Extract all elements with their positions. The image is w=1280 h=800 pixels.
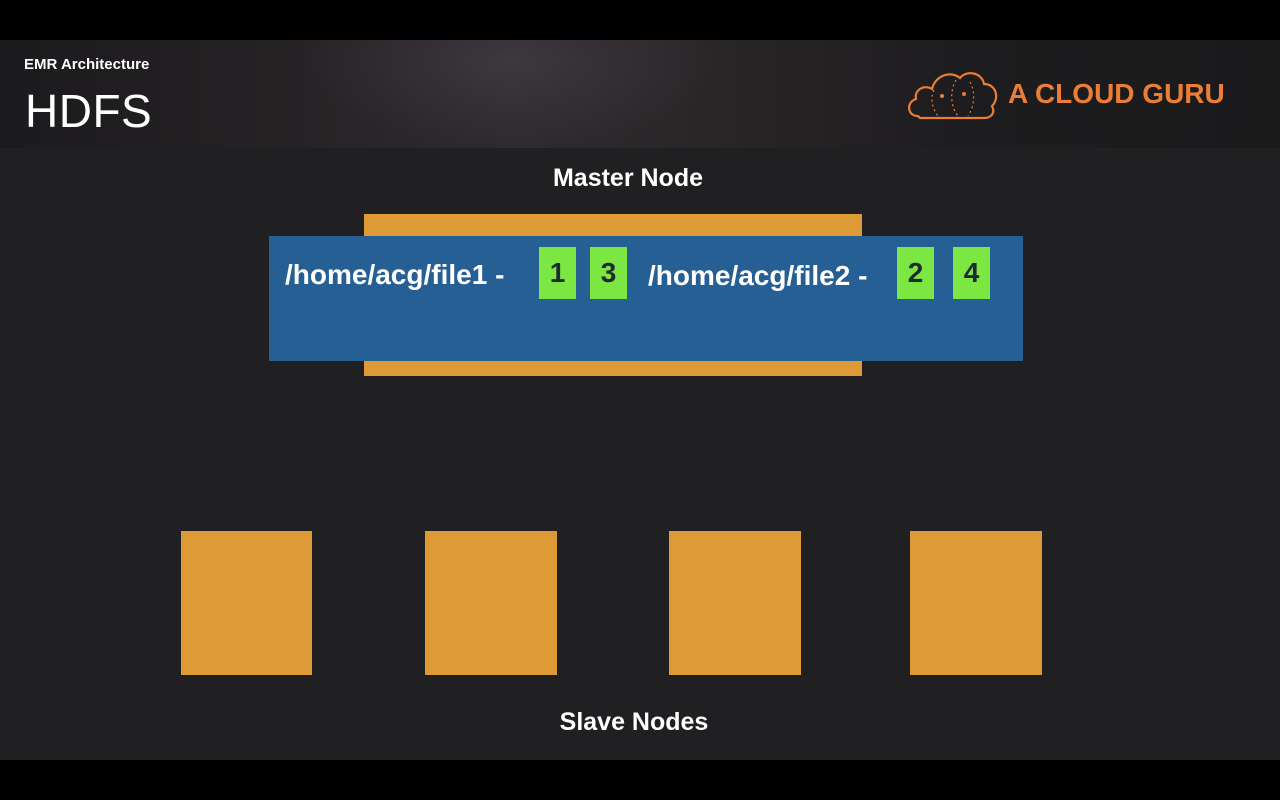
cloud-logo-icon xyxy=(908,72,998,120)
slide: EMR Architecture HDFS A CLOUD GURU Maste… xyxy=(0,40,1280,760)
slave-node-4 xyxy=(910,531,1042,675)
block-4: 4 xyxy=(953,247,990,299)
letterbox-bottom xyxy=(0,760,1280,800)
slave-node-1 xyxy=(181,531,312,675)
block-1: 1 xyxy=(539,247,576,299)
slave-node-3 xyxy=(669,531,801,675)
master-node-label: Master Node xyxy=(552,164,704,192)
block-3: 3 xyxy=(590,247,627,299)
header-background-photo xyxy=(300,40,720,148)
block-2: 2 xyxy=(897,247,934,299)
file1-path: /home/acg/file1 - xyxy=(285,259,505,290)
slide-header: EMR Architecture HDFS A CLOUD GURU xyxy=(0,40,1280,148)
brand-name: A CLOUD GURU xyxy=(1008,78,1225,109)
slide-title: HDFS xyxy=(25,85,153,137)
letterbox-top xyxy=(0,0,1280,40)
slide-subtitle: EMR Architecture xyxy=(24,56,150,73)
slave-nodes-label: Slave Nodes xyxy=(559,708,709,736)
brand-logo: A CLOUD GURU xyxy=(904,66,1244,126)
slave-node-2 xyxy=(425,531,557,675)
file2-path: /home/acg/file2 - xyxy=(648,260,868,291)
namenode-metadata-panel: /home/acg/file1 - 1 3 /home/acg/file2 - … xyxy=(269,236,1023,361)
